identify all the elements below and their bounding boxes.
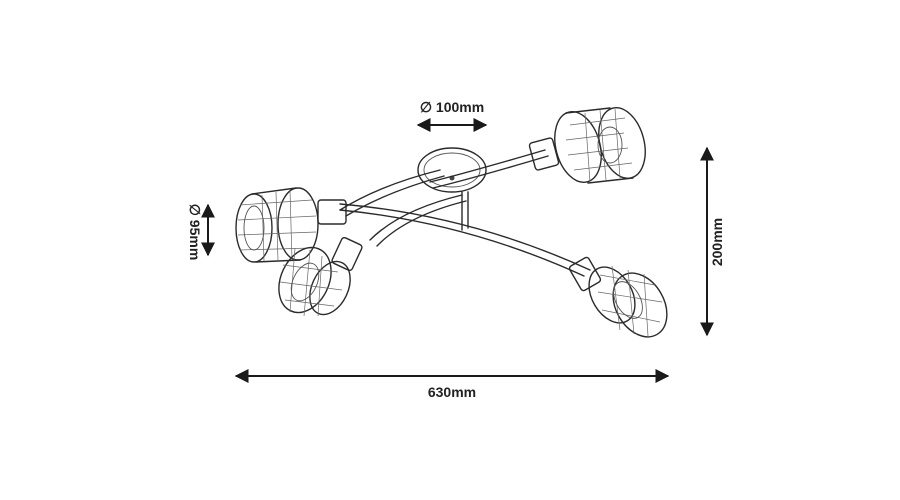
shade-lower-left: [278, 236, 363, 317]
width-label: 630mm: [428, 384, 476, 400]
canopy-diameter-label: ∅ 100mm: [420, 99, 484, 115]
shade-top-right: [528, 107, 646, 184]
dimension-shade-diameter: ∅ 95mm: [187, 203, 215, 261]
ceiling-lamp-illustration: [235, 107, 668, 338]
shade-diameter-label: ∅ 95mm: [187, 204, 203, 261]
shade-left: [235, 187, 347, 263]
shade-lower-right: [568, 256, 668, 338]
dimension-width: 630mm: [234, 369, 670, 400]
dimension-canopy-diameter: ∅ 100mm: [416, 99, 488, 132]
lamp-arms: [339, 149, 591, 277]
height-label: 200mm: [709, 218, 725, 266]
dimension-height: 200mm: [700, 146, 725, 337]
